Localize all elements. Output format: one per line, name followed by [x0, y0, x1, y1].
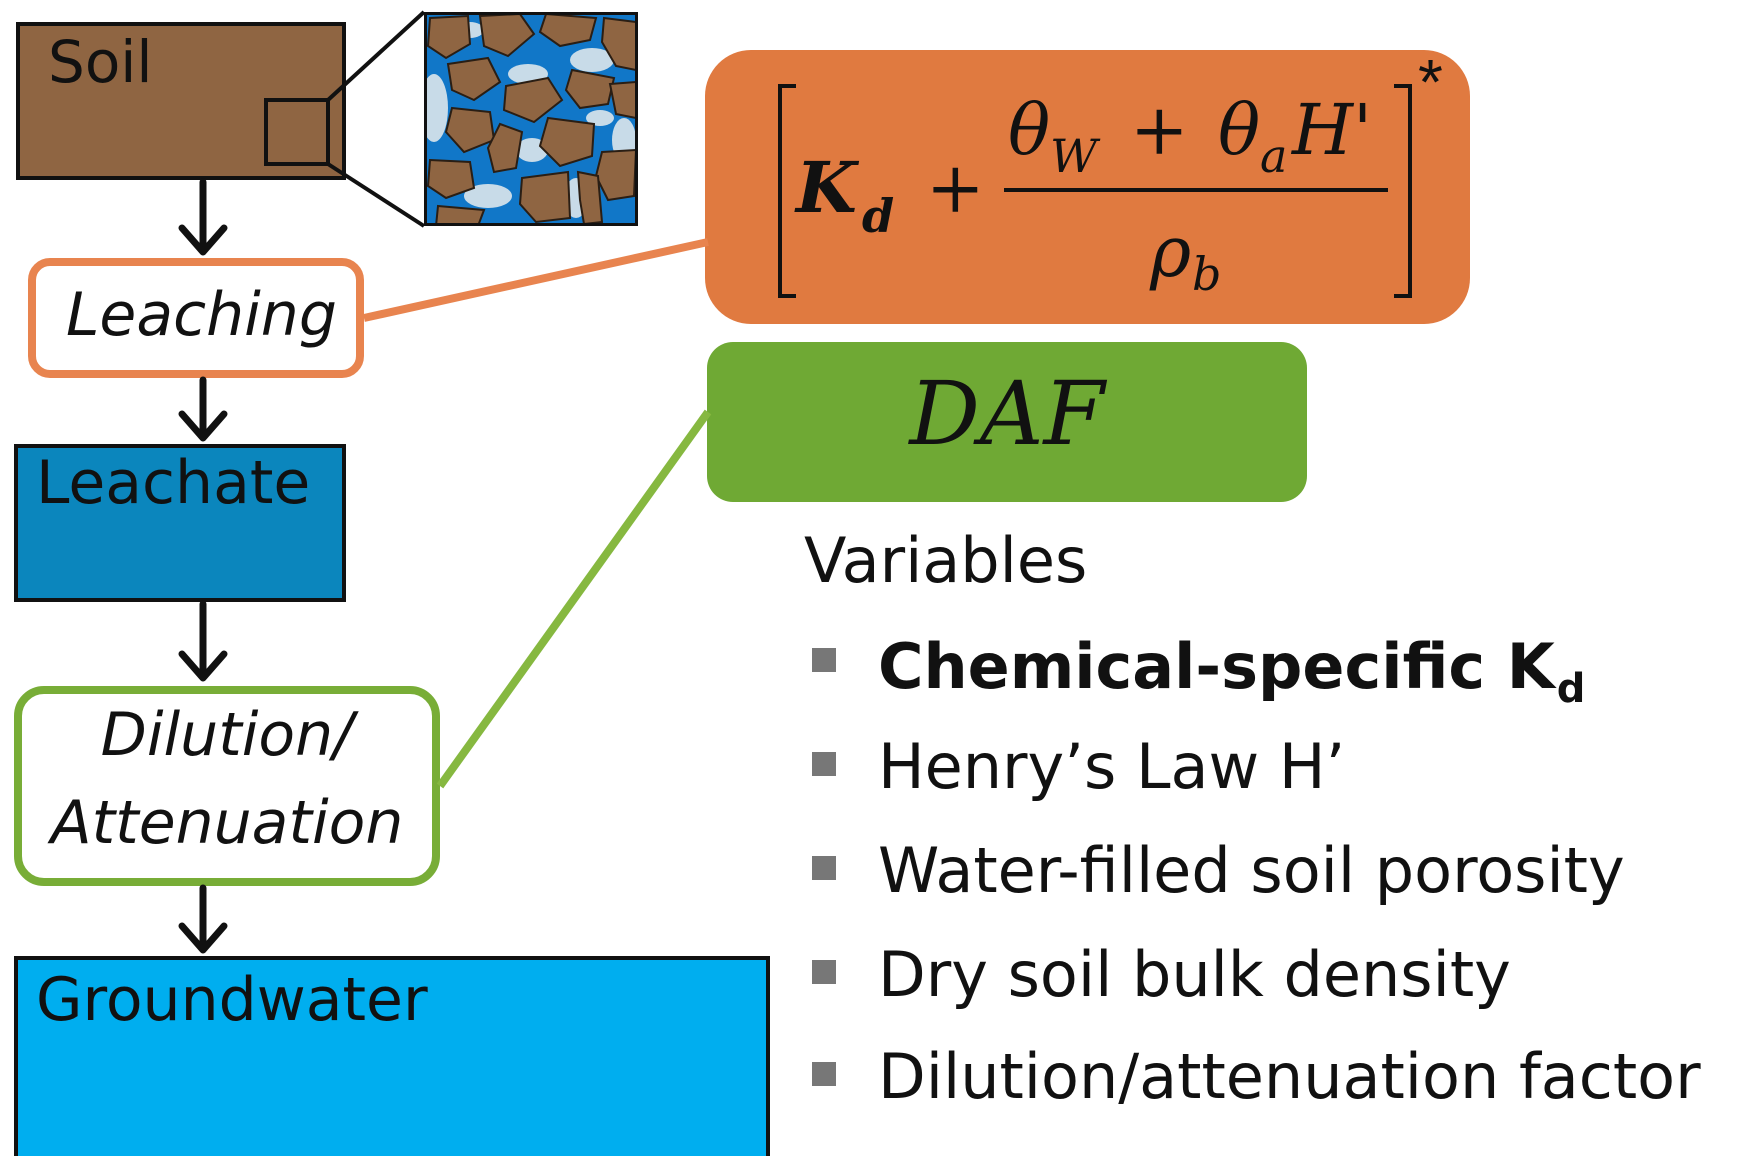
- kd-symbol: K: [794, 146, 860, 229]
- theta-w-symbol: θ: [1008, 89, 1050, 171]
- numerator-plus-sign: +: [1130, 89, 1189, 171]
- variable-item-daf: Dilution/attenuation factor: [878, 1040, 1701, 1113]
- henry-constant-symbol: H': [1290, 89, 1372, 171]
- soil-texture-magnified-image: [424, 12, 638, 226]
- b-subscript: b: [1192, 247, 1221, 301]
- variable-item-henry: Henry’s Law H’: [878, 730, 1346, 803]
- variable-item-kd: Chemical-specific Kd: [878, 630, 1586, 712]
- variables-heading: Variables: [804, 524, 1088, 597]
- groundwater-box: [14, 956, 770, 1156]
- plus-sign: +: [926, 147, 985, 229]
- theta-a-symbol: θ: [1218, 89, 1260, 171]
- kd-subscript: d: [862, 189, 894, 243]
- attenuation-label: Attenuation: [50, 788, 404, 858]
- left-bracket: [778, 84, 796, 298]
- a-subscript: a: [1260, 129, 1287, 183]
- dilution-attenuation-box: [14, 686, 440, 886]
- partition-formula-box: [705, 50, 1470, 324]
- leachate-label: Leachate: [36, 448, 311, 518]
- right-bracket: [1394, 84, 1412, 298]
- variable-item-water-porosity: Water-filled soil porosity: [878, 834, 1625, 907]
- w-subscript: W: [1050, 129, 1101, 183]
- variable-item-bulk-density: Dry soil bulk density: [878, 938, 1511, 1011]
- arrow-soil-to-leaching: [178, 178, 228, 256]
- dilution-connector-line: [436, 409, 712, 789]
- soil-label: Soil: [48, 28, 153, 96]
- partition-formula: K d + θ W + θ a H' ρ b *: [778, 46, 1443, 301]
- daf-label: DAF: [909, 362, 1105, 465]
- leaching-connector-line: [363, 238, 709, 322]
- bullet-square-icon: [812, 752, 836, 776]
- arrow-leachate-to-dilution: [178, 600, 228, 682]
- magnify-callout: [264, 10, 426, 228]
- leaching-box: [28, 258, 364, 378]
- rho-symbol: ρ: [1149, 211, 1191, 293]
- bullet-square-icon: [812, 1062, 836, 1086]
- arrow-leaching-to-leachate: [178, 376, 228, 442]
- arrow-dilution-to-groundwater: [178, 884, 228, 954]
- dilution-label: Dilution/: [100, 700, 354, 770]
- leaching-label: Leaching: [66, 280, 337, 350]
- bullet-square-icon: [812, 856, 836, 880]
- bullet-square-icon: [812, 960, 836, 984]
- leachate-box: [14, 444, 346, 602]
- asterisk-note: *: [1418, 46, 1443, 118]
- bullet-square-icon: [812, 648, 836, 672]
- daf-box: [707, 342, 1307, 502]
- groundwater-label: Groundwater: [36, 965, 428, 1035]
